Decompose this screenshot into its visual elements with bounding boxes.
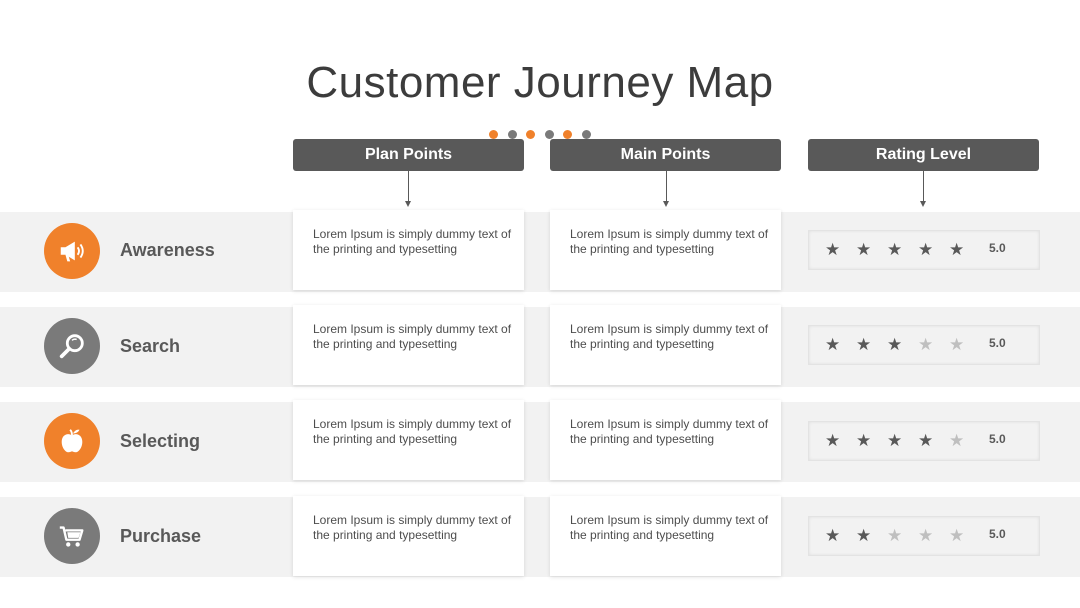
star-icon: ★ (918, 240, 934, 259)
megaphone-icon (60, 241, 84, 262)
dot (563, 130, 572, 139)
rating-score: 5.0 (989, 527, 1006, 541)
cart-icon (59, 526, 84, 547)
dot (544, 130, 554, 139)
main-points-header: Main Points (550, 139, 781, 171)
star-icon: ★ (949, 526, 965, 545)
dot (526, 130, 535, 139)
decorative-dots (489, 130, 591, 139)
star-icon: ★ (887, 526, 903, 545)
plan-connector-arrow (405, 171, 411, 207)
star-icon: ★ (825, 240, 841, 259)
stage-label-search: Search (120, 336, 181, 356)
star-rating: ★ ★ ★ ★ ★ (825, 526, 980, 546)
stage-icon-selecting (44, 413, 100, 469)
dot (507, 130, 517, 139)
star-icon: ★ (918, 526, 934, 545)
star-icon: ★ (949, 431, 965, 450)
rating-score: 5.0 (989, 432, 1006, 446)
magnifier-icon (59, 334, 84, 359)
rating-box-selecting: ★ ★ ★ ★ ★ 5.0 (808, 421, 1040, 461)
star-icon: ★ (856, 431, 872, 450)
star-rating: ★ ★ ★ ★ ★ (825, 335, 980, 355)
stage-icon-search (44, 318, 100, 374)
plan-points-header: Plan Points (293, 139, 524, 171)
plan-point-card: Lorem Ipsum is simply dummy text of the … (293, 305, 524, 385)
stage-label-awareness: Awareness (120, 240, 215, 260)
star-icon: ★ (825, 431, 841, 450)
stage-icon-purchase (44, 508, 100, 564)
star-icon: ★ (825, 526, 841, 545)
apple-icon (61, 429, 83, 453)
stage-icon-awareness (44, 223, 100, 279)
main-point-card: Lorem Ipsum is simply dummy text of the … (550, 210, 781, 290)
plan-point-card: Lorem Ipsum is simply dummy text of the … (293, 210, 524, 290)
rating-level-header: Rating Level (808, 139, 1039, 171)
star-icon: ★ (949, 240, 965, 259)
rating-connector-arrow (920, 171, 926, 207)
page-title: Customer Journey Map (306, 58, 774, 107)
dot (581, 130, 591, 139)
star-icon: ★ (825, 335, 841, 354)
star-rating: ★ ★ ★ ★ ★ (825, 431, 980, 451)
main-point-card: Lorem Ipsum is simply dummy text of the … (550, 400, 781, 480)
rating-box-search: ★ ★ ★ ★ ★ 5.0 (808, 325, 1040, 365)
star-icon: ★ (887, 335, 903, 354)
main-point-card: Lorem Ipsum is simply dummy text of the … (550, 305, 781, 385)
star-icon: ★ (918, 431, 934, 450)
stage-label-purchase: Purchase (120, 526, 202, 546)
star-icon: ★ (856, 240, 872, 259)
plan-point-card: Lorem Ipsum is simply dummy text of the … (293, 400, 524, 480)
dot (489, 130, 498, 139)
star-icon: ★ (887, 240, 903, 259)
star-icon: ★ (887, 431, 903, 450)
rating-box-purchase: ★ ★ ★ ★ ★ 5.0 (808, 516, 1040, 556)
rating-score: 5.0 (989, 336, 1006, 350)
main-connector-arrow (663, 171, 669, 207)
star-rating: ★ ★ ★ ★ ★ (825, 240, 980, 260)
rating-box-awareness: ★ ★ ★ ★ ★ 5.0 (808, 230, 1040, 270)
star-icon: ★ (949, 335, 965, 354)
star-icon: ★ (918, 335, 934, 354)
rating-score: 5.0 (989, 241, 1006, 255)
main-point-card: Lorem Ipsum is simply dummy text of the … (550, 496, 781, 576)
plan-point-card: Lorem Ipsum is simply dummy text of the … (293, 496, 524, 576)
star-icon: ★ (856, 526, 872, 545)
stage-label-selecting: Selecting (120, 431, 201, 451)
star-icon: ★ (856, 335, 872, 354)
